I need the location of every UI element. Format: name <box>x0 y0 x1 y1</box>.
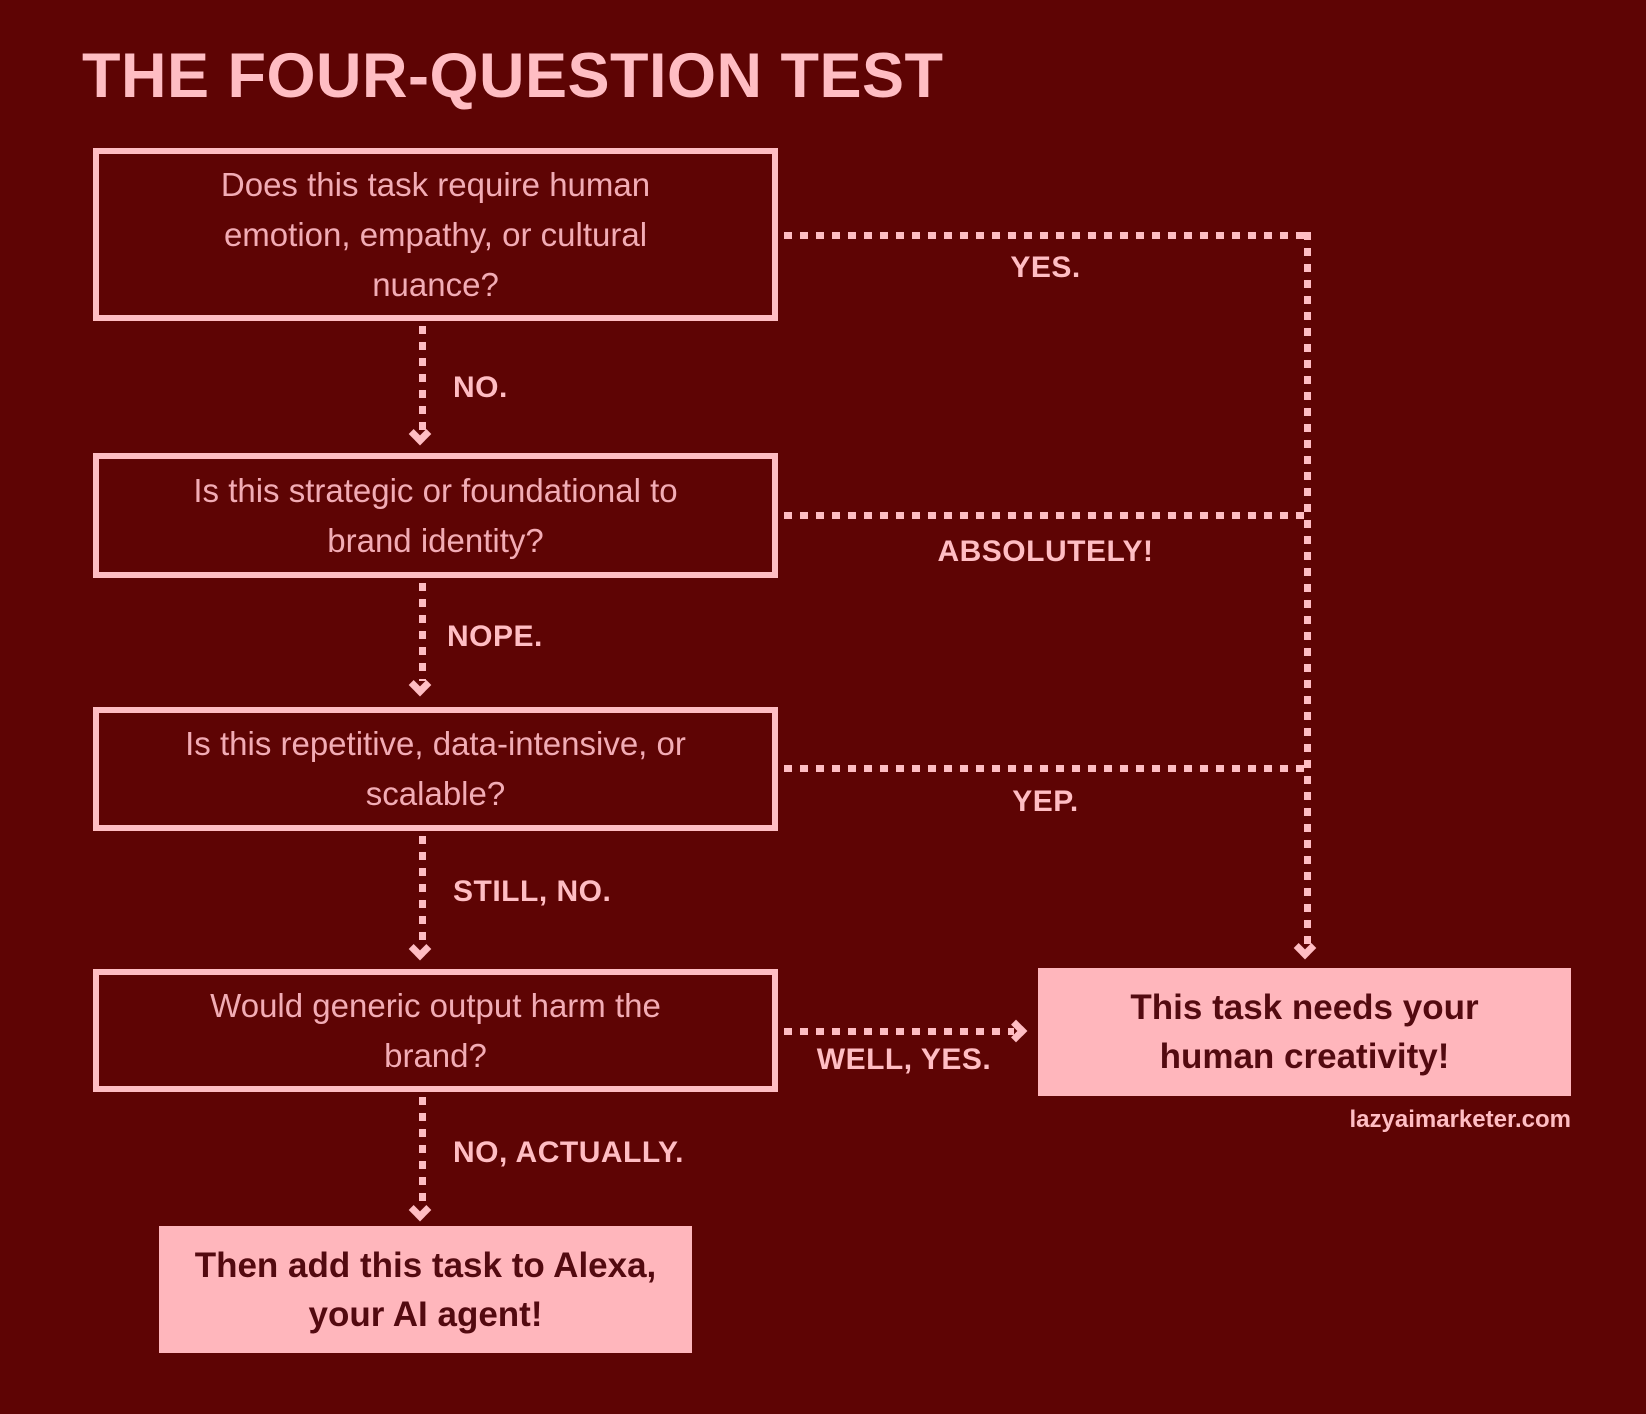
merge-line-vertical <box>1304 232 1311 944</box>
question-text-4: Would generic output harm the brand? <box>210 986 661 1074</box>
yes-label-3: YEP. <box>1012 785 1079 818</box>
yes-label-1: YES. <box>1010 251 1081 284</box>
question-box-1: Does this task require human emotion, em… <box>93 148 778 321</box>
no-arrow-head-3 <box>408 937 432 961</box>
watermark: lazyaimarketer.com <box>1349 1106 1571 1133</box>
no-arrow-line-4 <box>419 1097 426 1207</box>
question-text-2: Is this strategic or foundational to bra… <box>193 471 678 559</box>
yes-label-4: WELL, YES. <box>816 1043 992 1076</box>
yes-line-1 <box>784 232 1311 239</box>
question-text-3: Is this repetitive, data-intensive, or s… <box>185 725 686 812</box>
yes-label-2: ABSOLUTELY! <box>937 535 1154 568</box>
no-arrow-line-3 <box>419 836 426 946</box>
question-box-3: Is this repetitive, data-intensive, or s… <box>93 707 778 831</box>
no-arrow-head-4 <box>408 1198 432 1222</box>
yes-line-3 <box>784 765 1311 772</box>
outcome-text-ai: Then add this task to Alexa, your AI age… <box>194 1245 657 1334</box>
no-label-3: STILL, NO. <box>453 875 612 908</box>
no-arrow-head-2 <box>408 673 432 697</box>
no-label-4: NO, ACTUALLY. <box>453 1136 684 1169</box>
outcome-box-ai: Then add this task to Alexa, your AI age… <box>159 1226 692 1353</box>
no-label-2: NOPE. <box>447 620 543 653</box>
question-text-1: Does this task require human emotion, em… <box>220 165 651 303</box>
no-arrow-line-1 <box>419 326 426 430</box>
outcome-text-human: This task needs your human creativity! <box>1130 988 1479 1076</box>
page-title: THE FOUR-QUESTION TEST <box>82 41 944 111</box>
yes-line-2 <box>784 512 1311 519</box>
yes-arrow-head-4 <box>1004 1019 1028 1043</box>
no-arrow-line-2 <box>419 583 426 681</box>
no-arrow-head-1 <box>408 422 432 446</box>
yes-arrow-line-4 <box>784 1028 1014 1035</box>
no-label-1: NO. <box>453 371 508 404</box>
outcome-box-human: This task needs your human creativity! <box>1038 968 1571 1096</box>
question-box-2: Is this strategic or foundational to bra… <box>93 453 778 578</box>
merge-arrow-head <box>1293 936 1317 960</box>
question-box-4: Would generic output harm the brand? <box>93 969 778 1092</box>
